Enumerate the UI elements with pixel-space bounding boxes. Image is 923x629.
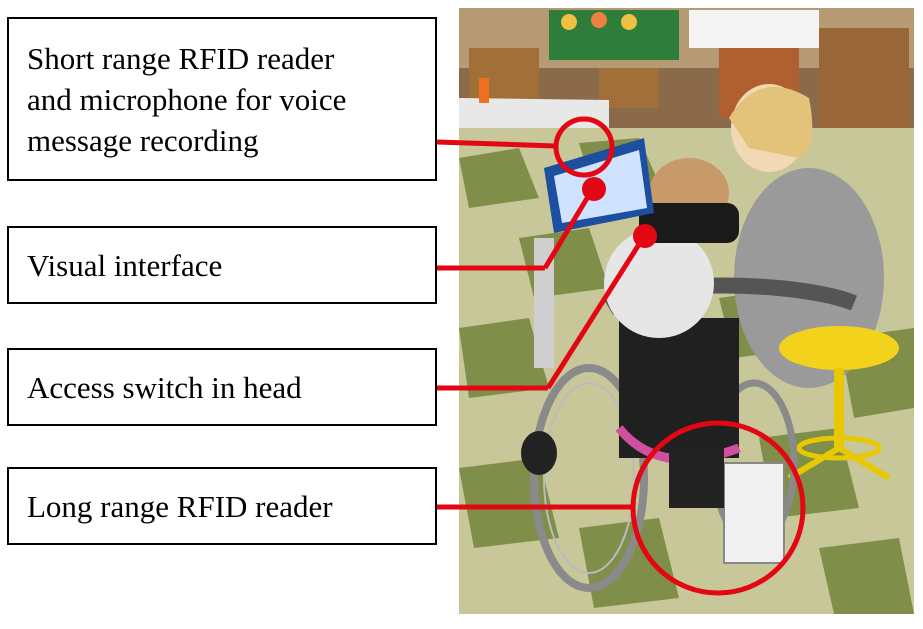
access-switch-label-box: Access switch in head <box>7 348 437 426</box>
short-range-label-line-2: and microphone for voice <box>27 81 347 117</box>
access-switch-label: Access switch in head <box>27 369 302 405</box>
visual-interface-label: Visual interface <box>27 247 223 283</box>
short-range-rfid-label-box: Short range RFID reader and microphone f… <box>7 17 437 181</box>
classroom-wheelchair-photo <box>459 8 914 614</box>
long-range-rfid-label: Long range RFID reader <box>27 488 333 524</box>
long-range-rfid-label-box: Long range RFID reader <box>7 467 437 545</box>
short-range-label-line-1: Short range RFID reader <box>27 40 335 76</box>
short-range-label-line-3: message recording <box>27 122 259 158</box>
visual-interface-label-box: Visual interface <box>7 226 437 304</box>
